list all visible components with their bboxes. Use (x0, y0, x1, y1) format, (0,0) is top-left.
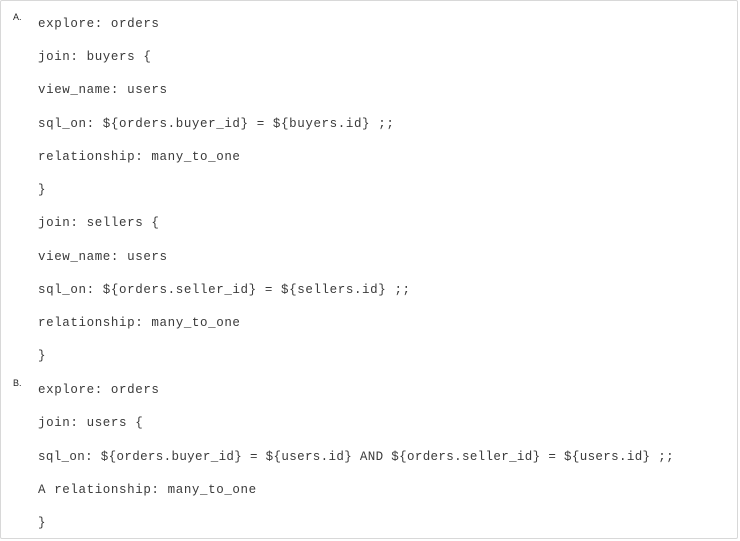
code-line: sql_on: ${orders.buyer_id} = ${buyers.id… (38, 117, 395, 131)
code-line: sql_on: ${orders.buyer_id} = ${users.id}… (38, 450, 674, 464)
code-line: } (38, 349, 47, 363)
code-line: join: users { (38, 416, 144, 430)
code-line: join: sellers { (38, 216, 160, 230)
code-line: sql_on: ${orders.seller_id} = ${sellers.… (38, 283, 411, 297)
code-line: } (38, 183, 47, 197)
code-line: } (38, 516, 47, 530)
option-marker: A. (13, 12, 22, 22)
code-line: view_name: users (38, 250, 168, 264)
code-line: explore: orders (38, 383, 160, 397)
code-line: join: buyers { (38, 50, 152, 64)
option-marker: B. (13, 378, 22, 388)
code-line: view_name: users (38, 83, 168, 97)
code-line: explore: orders (38, 17, 160, 31)
code-line: relationship: many_to_one (38, 316, 241, 330)
code-line: A relationship: many_to_one (38, 483, 257, 497)
code-line: relationship: many_to_one (38, 150, 241, 164)
